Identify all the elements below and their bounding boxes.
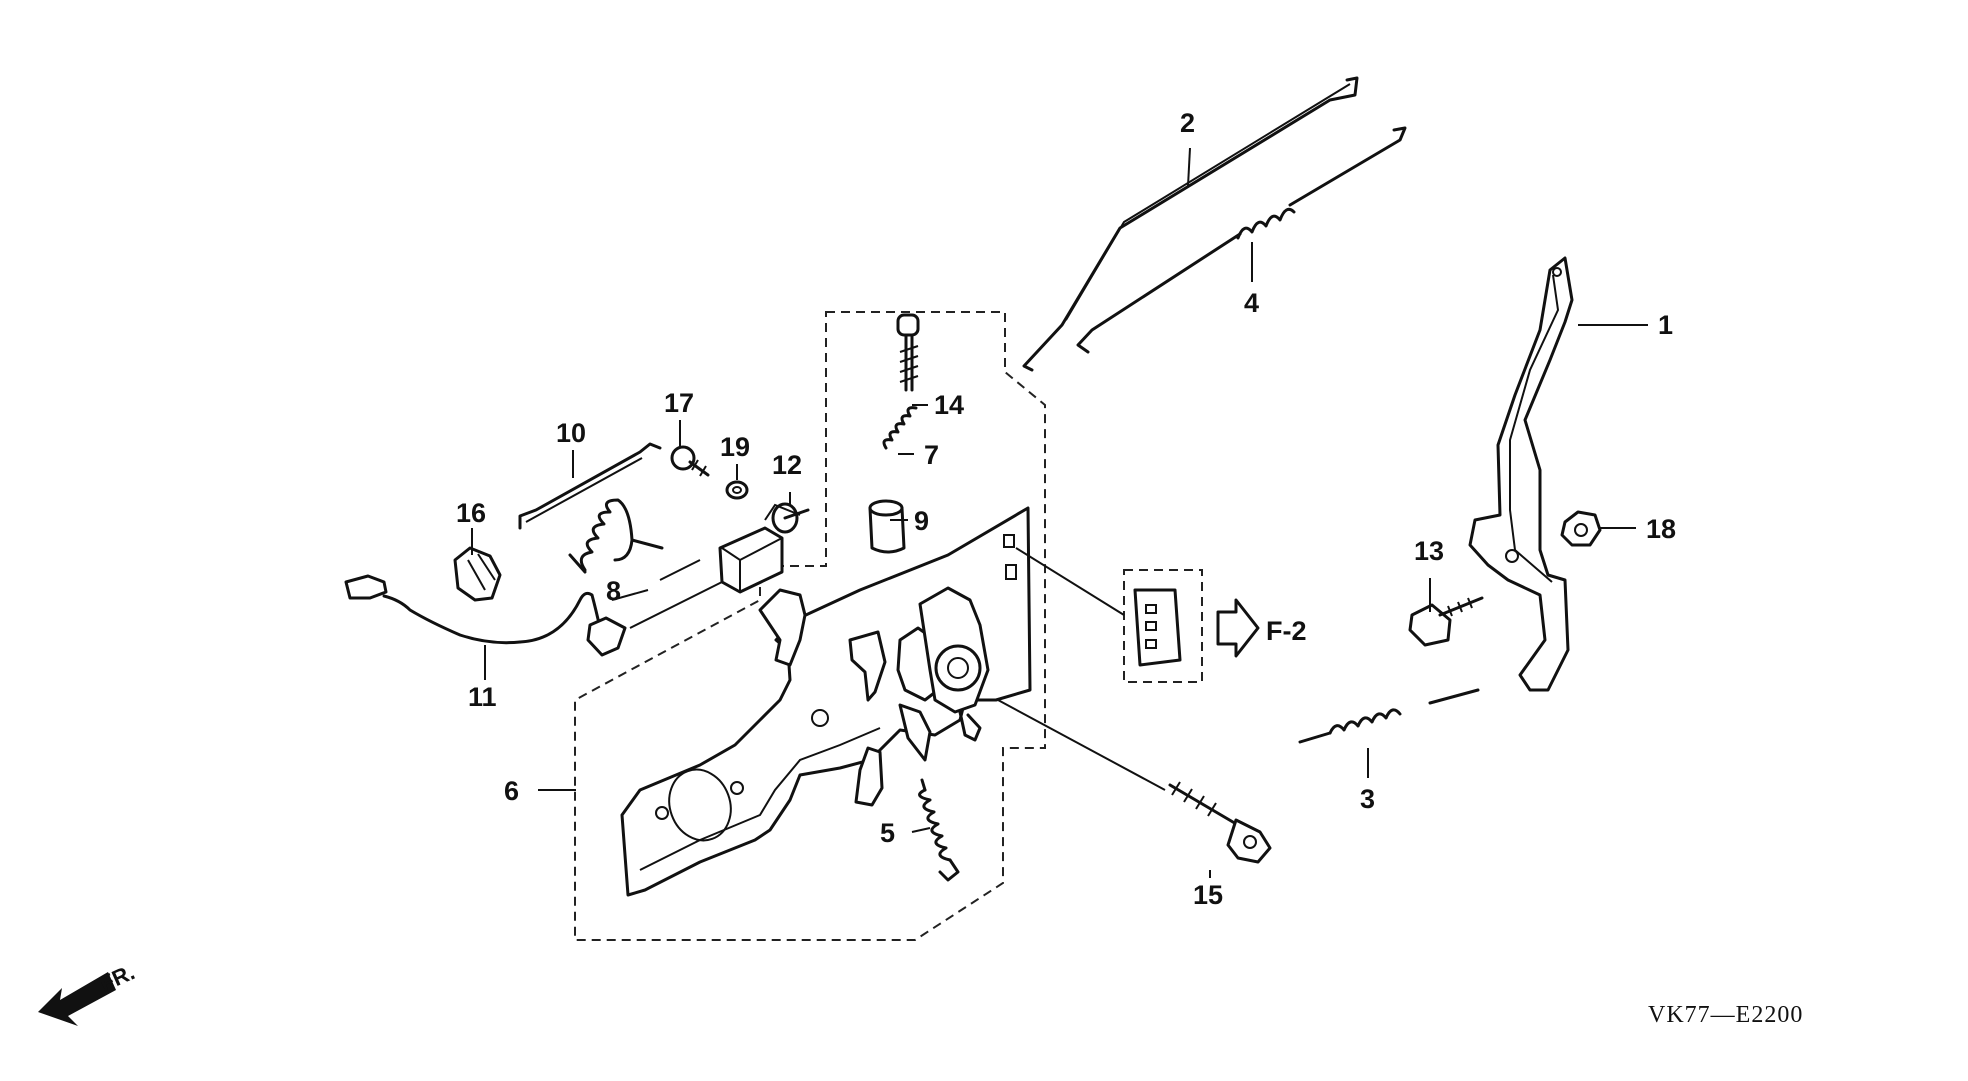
callout-14: 14	[934, 390, 964, 420]
part-4-spring-rod	[1076, 126, 1407, 354]
callout-2: 2	[1180, 108, 1195, 138]
part-9-collar	[868, 499, 906, 554]
part-14-bolt	[896, 313, 920, 392]
drawing-code: VK77—E2200	[1648, 1002, 1803, 1028]
part-8-torsion-spring	[568, 498, 664, 574]
front-direction-indicator: FR.	[38, 959, 138, 1026]
callout-8: 8	[606, 576, 621, 606]
part-5-spring	[918, 778, 960, 882]
callout-5: 5	[880, 818, 895, 848]
callout-16: 16	[456, 498, 486, 528]
part-18-nut	[1560, 510, 1602, 547]
part-16-clip	[453, 546, 502, 602]
callout-3: 3	[1360, 784, 1375, 814]
callout-17: 17	[664, 388, 694, 418]
callout-19: 19	[720, 432, 750, 462]
callout-labels: 1 2 3 4 5 6 7 8 9 10 11 12 13 14 15 16 1…	[456, 108, 1676, 910]
part-19-washer	[725, 480, 749, 500]
reference-label-f2: F-2	[1266, 616, 1307, 646]
part-governor-linkage	[758, 586, 990, 807]
callout-18: 18	[1646, 514, 1676, 544]
callout-6: 6	[504, 776, 519, 806]
callout-12: 12	[772, 450, 802, 480]
front-arrow-icon	[38, 972, 116, 1026]
part-7-spring	[882, 406, 918, 450]
part-11-wire-harness	[344, 574, 627, 657]
reference-f2-block	[1123, 569, 1260, 683]
part-12-switch	[718, 502, 810, 594]
part-3-spring	[1298, 688, 1480, 744]
callout-9: 9	[914, 506, 929, 536]
part-17-screw	[670, 445, 710, 477]
part-1-lever	[1468, 256, 1574, 692]
callout-4: 4	[1244, 288, 1259, 318]
callout-11: 11	[468, 682, 497, 712]
part-13-bolt	[1408, 596, 1484, 647]
part-2-rod	[1022, 76, 1359, 372]
part-10-rod	[518, 442, 662, 530]
assembly-outline	[574, 311, 1046, 941]
callout-15: 15	[1193, 880, 1223, 910]
part-15-bolt	[1168, 781, 1272, 864]
callout-7: 7	[924, 440, 939, 470]
callout-10: 10	[556, 418, 586, 448]
callout-1: 1	[1658, 310, 1673, 340]
leader-lines	[471, 147, 1648, 878]
callout-13: 13	[1414, 536, 1444, 566]
